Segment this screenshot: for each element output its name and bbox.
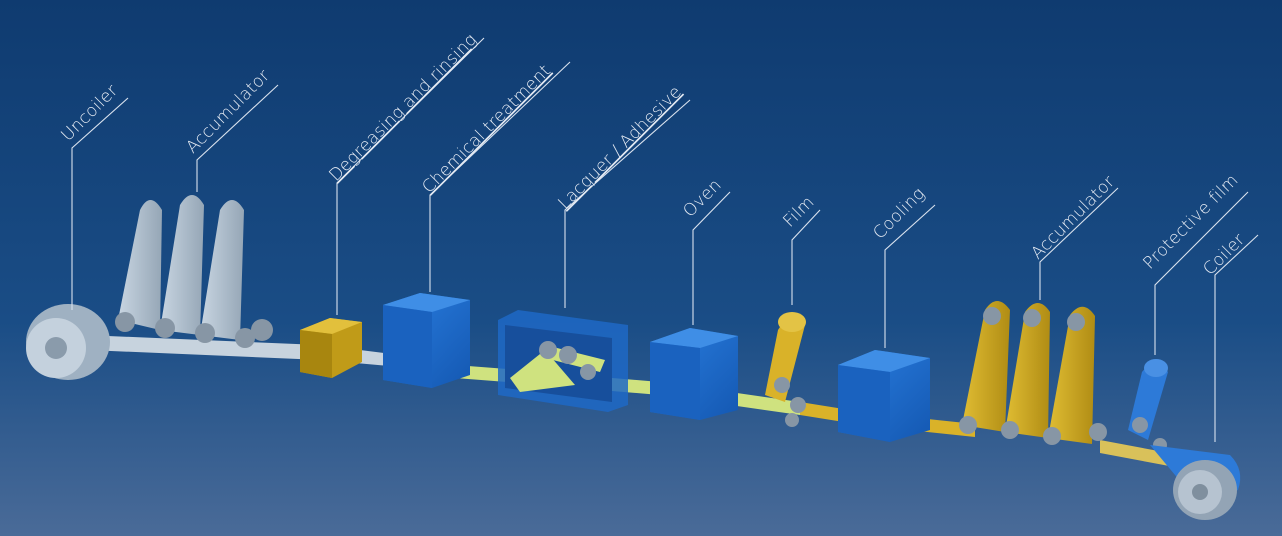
coiler-roll [1150, 445, 1241, 520]
degreasing-tank [300, 318, 362, 378]
cooling-box [838, 350, 930, 442]
accumulator-1-loops [115, 195, 273, 348]
protective-film-applicator [1128, 359, 1168, 452]
chemical-treatment-box [383, 293, 470, 388]
leader-lines [71, 37, 1259, 442]
lacquer-station [498, 310, 628, 412]
oven-box [650, 328, 738, 420]
uncoiler-roll [26, 304, 110, 380]
accumulator-2-loops [959, 301, 1107, 445]
film-applicator [765, 312, 806, 427]
